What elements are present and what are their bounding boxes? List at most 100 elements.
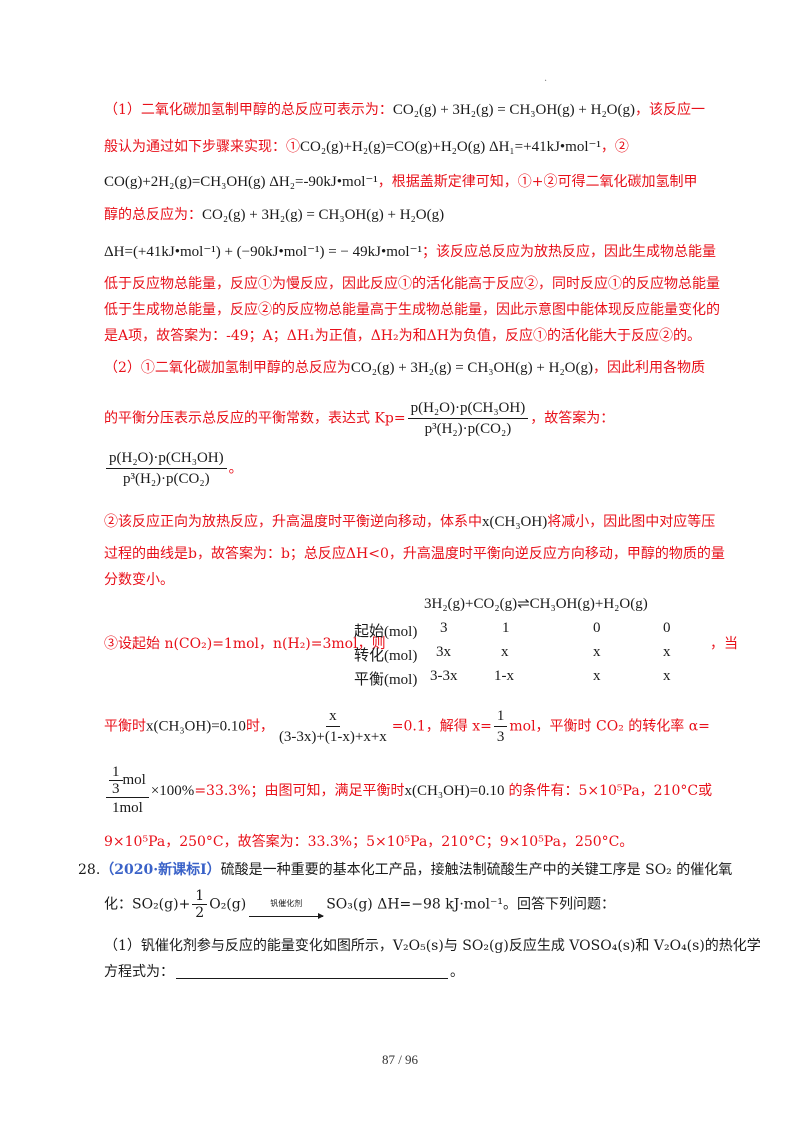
p1-intro: （1）二氧化碳加氢制甲醇的总反应可表示为： (104, 102, 393, 118)
conversion-percent: ×100% (150, 783, 195, 799)
p1-line-3: CO(g)+2H₂(g)=CH₃OH(g) ΔH₂=-90kJ•mol⁻¹，根据… (104, 172, 728, 192)
q28-sub1-answer-line: 方程式为： 。 (104, 962, 728, 982)
row-initial-c2: 1 (502, 620, 510, 636)
x-numerator: 1 (493, 706, 508, 727)
p1-line-1: （1）二氧化碳加氢制甲醇的总反应可表示为：CO₂(g) + 3H₂(g) = C… (104, 100, 728, 120)
p1-total-equation-2: CO₂(g) + 3H₂(g) = CH₃OH(g) + H₂O(g) (202, 207, 445, 223)
molar-fraction-denominator: (3-3x)+(1-x)+x+x (278, 729, 387, 745)
p2-answer-fraction: p(H₂O)·p(CH₃OH) p³(H₂)·p(CO₂) (106, 448, 227, 489)
p2-line1-tail: ，因此利用各物质 (593, 360, 706, 376)
p2-line-2: 的平衡分压表示总反应的平衡常数，表达式 Kp=p(H₂O)·p(CH₃OH) p³… (104, 398, 728, 439)
conversion-numerator-unit: mol (122, 771, 146, 788)
q28-line-1: 28.（2020·新课标Ⅰ）硫酸是一种重要的基本化工产品，接触法制硫酸生产中的关… (78, 860, 738, 880)
p2-kp-label: 的平衡分压表示总反应的平衡常数，表达式 Kp= (104, 410, 406, 427)
answer-denominator: p³(H₂)·p(CO₂) (123, 471, 210, 487)
conversion-conditions: 的条件有：5×10⁵Pa，210°C或 (508, 783, 713, 799)
row-equilibrium-c4: x (663, 668, 671, 684)
molar-fraction-numerator: x (326, 706, 340, 727)
equilibrium-header-equation: 3H₂(g)+CO₂(g)⇌CH₃OH(g)+H₂O(g) (424, 596, 648, 612)
catalyst-arrow: 钒催化剂 (249, 892, 325, 919)
row-equilibrium-c2: 1-x (494, 668, 514, 684)
p2-line4-tail: 将减小，因此图中对应等压 (547, 514, 716, 530)
p1-line-6: 低于反应物总能量，反应①为慢反应，因此反应①的活化能高于反应②，同时反应①的反应… (104, 276, 720, 292)
p1-step1-equation: CO₂(g)+H₂(g)=CO(g)+H₂O(g) ΔH₁=+41kJ•mol⁻… (300, 139, 601, 155)
p2-equation: CO₂(g) + 3H₂(g) = CH₃OH(g) + H₂O(g) (350, 360, 594, 376)
p3-eq-d: mol，平衡时 CO₂ 的转化率 α= (509, 718, 710, 735)
p2-line-4: ②该反应正向为放热反应，升高温度时平衡逆向移动，体系中x(CH₃OH)将减小，因… (104, 512, 728, 532)
answer-end: 。 (450, 964, 464, 980)
q28-sub1: （1）钒催化剂参与反应的能量变化如图所示，V₂O₅(s)与 SO₂(g)反应生成… (104, 938, 761, 954)
conversion-denominator: 1mol (112, 800, 143, 816)
conversion-x: x(CH₃OH)=0.10 (404, 783, 505, 799)
p1-line-4: 醇的总反应为：CO₂(g) + 3H₂(g) = CH₃OH(g) + H₂O(… (104, 205, 728, 225)
catalyst-label: 钒催化剂 (270, 899, 303, 908)
answer-numerator: p(H₂O)·p(CH₃OH) (106, 448, 227, 469)
p3-eq-a: 平衡时 (104, 718, 146, 735)
p2-x-ch3oh: x(CH₃OH) (482, 514, 548, 530)
p1-step2-equation: CO(g)+2H₂(g)=CH₃OH(g) ΔH₂=-90kJ•mol⁻¹ (104, 174, 378, 190)
p2-answer-line: p(H₂O)·p(CH₃OH) p³(H₂)·p(CO₂) 。 (104, 448, 728, 489)
question-source: （2020·新课标Ⅰ） (100, 862, 221, 878)
top-dot-mark: · (544, 76, 548, 87)
p1-intro-tail: ，该反应一 (635, 102, 706, 118)
p1-line2-text: 般认为通过如下步骤来实现：① (104, 139, 300, 155)
p3-lead: ③设起始 n(CO₂)=1mol，n(H₂)=3mol，则 (104, 636, 386, 652)
p2-line2-tail: ，故答案为： (530, 410, 615, 427)
conversion-inner-bottom: 3 (112, 781, 120, 797)
row-equilibrium-label: 平衡(mol) (354, 672, 418, 688)
conversion-inner-top: 1 (109, 764, 123, 781)
p1-line2-tail: ，② (600, 139, 629, 155)
p1-line-8: 是A项，故答案为：-49；A；ΔH₁为正值，ΔH₂为和ΔH为负值，反应①的活化能… (104, 328, 701, 344)
p1-line-2: 般认为通过如下步骤来实现：①CO₂(g)+H₂(g)=CO(g)+H₂O(g) … (104, 137, 728, 157)
row-change-c3: x (593, 644, 601, 660)
p3-final-answer: 9×10⁵Pa，250°C，故答案为：33.3%；5×10⁵Pa，210°C；9… (104, 834, 634, 850)
row-equilibrium-c3: x (593, 668, 601, 684)
kp-denominator: p³(H₂)·p(CO₂) (424, 421, 512, 437)
row-equilibrium-c1: 3-3x (430, 668, 458, 684)
p2-kp-fraction: p(H₂O)·p(CH₃OH) p³(H₂)·p(CO₂) (407, 398, 529, 439)
x-denominator: 3 (496, 729, 505, 745)
p3-eq-c: =0.1，解得 x= (391, 718, 492, 735)
kp-numerator: p(H₂O)·p(CH₃OH) (407, 398, 529, 419)
question-number: 28. (78, 862, 101, 878)
row-change-c4: x (663, 644, 671, 660)
p2-line-6: 分数变小。 (104, 572, 174, 588)
p3-molar-fraction-line: 平衡时x(CH₃OH)=0.10时，x(3-3x)+(1-x)+x+x=0.1，… (104, 706, 728, 747)
p1-total-equation: CO₂(g) + 3H₂(g) = CH₃OH(g) + H₂O(g) (392, 102, 636, 118)
p1-line-7: 低于生成物总能量，反应②的反应物总能量高于生成物总能量，因此示意图中能体现反应能… (104, 302, 720, 318)
arrow-icon (249, 913, 325, 919)
row-change-label: 转化(mol) (354, 648, 418, 664)
p1-line5-text: ；该反应总反应为放热反应，因此生成物总能量 (421, 244, 716, 260)
half-numerator: 1 (192, 888, 208, 905)
row-initial-label: 起始(mol) (354, 624, 418, 640)
conversion-result: =33.3%；由图可知，满足平衡时 (194, 783, 405, 799)
question-text: 硫酸是一种重要的基本化工产品，接触法制硫酸生产中的关键工序是 SO₂ 的催化氧 (220, 862, 733, 878)
p2-line1-text: （2）①二氧化碳加氢制甲醇的总反应为 (104, 360, 351, 376)
row-initial-c1: 3 (440, 620, 448, 636)
p2-answer-tail: 。 (228, 460, 243, 477)
p1-line4-text: 醇的总反应为： (104, 207, 202, 223)
p2-line4-text: ②该反应正向为放热反应，升高温度时平衡逆向移动，体系中 (104, 514, 482, 530)
row-initial-c3: 0 (593, 620, 601, 636)
reaction-tail: SO₃(g) ΔH=−98 kJ·mol⁻¹。回答下列问题： (326, 896, 615, 913)
row-change-c2: x (501, 644, 509, 660)
p1-line-5: ΔH=(+41kJ•mol⁻¹) + (−90kJ•mol⁻¹) = − 49k… (104, 242, 728, 262)
answer-blank[interactable] (176, 978, 448, 979)
p3-eq-x: x(CH₃OH)=0.10 (146, 718, 246, 735)
page-number: 87 / 96 (381, 1052, 419, 1067)
p3-lead-tail: ，当 (710, 636, 738, 652)
answer-prompt: 方程式为： (104, 964, 174, 980)
half-denominator: 2 (195, 905, 205, 921)
p1-line3-text: ，根据盖斯定律可知，①+②可得二氧化碳加氢制甲 (377, 174, 698, 190)
row-initial-c4: 0 (663, 620, 671, 636)
molar-fraction: x (3-3x)+(1-x)+x+x (276, 706, 390, 747)
p2-line-5: 过程的曲线是b，故答案为：b；总反应ΔH<0，升高温度时平衡向逆反应方向移动，甲… (104, 546, 725, 562)
reaction-lead: 化：SO₂(g)+ (104, 896, 191, 913)
